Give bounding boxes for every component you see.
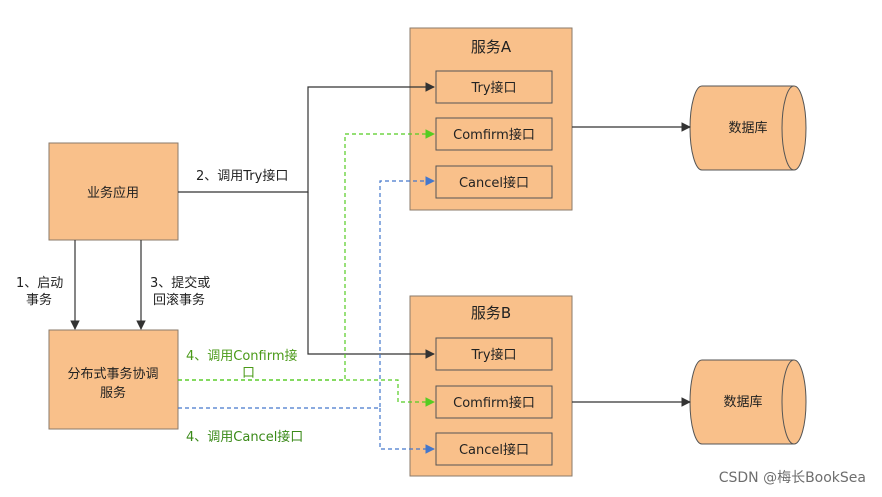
edge-try-b [307,192,435,359]
edge-confirm-a [178,129,435,381]
edge-confirm-b [178,379,435,407]
label-call-try: 2、调用Try接口 [196,168,288,184]
label-commit-line2: 回滚事务 [153,292,205,308]
database-a-icon [689,85,807,171]
label-call-cancel: 4、调用Cancel接口 [186,429,303,445]
try-interface-a-label: Try接口 [470,80,516,96]
confirm-interface-a [435,117,553,151]
business-app-box [48,142,179,241]
confirm-interface-b [435,385,553,419]
cancel-interface-a [435,165,553,199]
cancel-interface-b-label: Cancel接口 [459,442,529,458]
label-start-line1: 1、启动 [16,276,63,291]
edge-cancel-b [379,408,435,454]
coordinator-label-line2: 服务 [100,385,126,401]
coordinator-label-line1: 分布式事务协调 [67,366,158,382]
label-call-confirm-line1: 4、调用Confirm接 [186,348,298,364]
coordinator-box [48,329,179,430]
try-interface-b-label: Try接口 [470,347,516,363]
label-commit-line1: 3、提交或 [150,275,210,291]
cancel-interface-a-label: Cancel接口 [459,175,529,191]
business-app-label: 业务应用 [87,185,139,201]
cancel-interface-b [435,432,553,466]
try-interface-a [435,70,553,104]
service-b-title: 服务B [471,304,511,322]
edge-cancel-a [178,176,435,409]
watermark: CSDN @梅长BookSea [719,470,866,486]
confirm-interface-a-label: Comfirm接口 [453,127,535,143]
database-b-icon [689,359,807,445]
database-a-label: 数据库 [728,120,767,136]
label-start-line2: 事务 [26,292,52,308]
database-b-label: 数据库 [723,394,762,410]
label-call-confirm-line2: 口 [242,366,255,381]
confirm-interface-b-label: Comfirm接口 [453,395,535,411]
edge-try-a [178,82,435,193]
service-a-title: 服务A [471,38,512,56]
try-interface-b [435,337,553,371]
